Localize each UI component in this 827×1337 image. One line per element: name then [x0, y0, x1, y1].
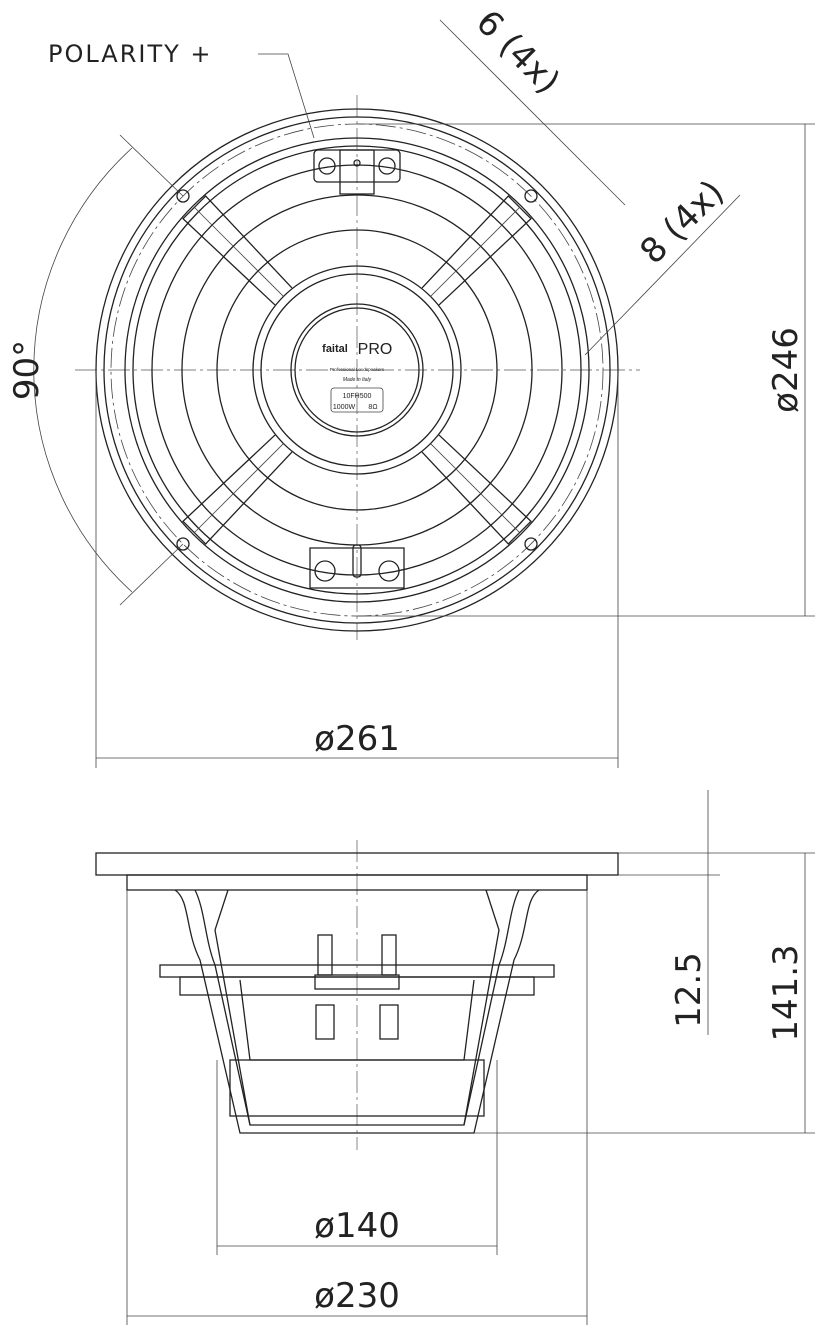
brand-left: faital — [322, 343, 348, 355]
side-view: 12.5 141.3 ø140 ø230 — [95, 790, 815, 1325]
total-height-label: 141.3 — [766, 944, 806, 1041]
side-terminals — [314, 934, 400, 1040]
basket — [174, 889, 540, 1134]
bolt-circle-label: ø246 — [766, 327, 806, 413]
top-view: faital PRO Professional Loudspeakers Mad… — [7, 2, 815, 768]
impedance: 8Ω — [368, 404, 377, 411]
terminal-top — [313, 149, 401, 195]
tagline: Professional Loudspeakers — [330, 367, 385, 372]
outer-diameter-label: ø261 — [314, 719, 400, 759]
magnet — [229, 1059, 485, 1117]
hole-large-leader — [584, 194, 741, 356]
hole-large-label: 8 (4x) — [632, 172, 732, 272]
brand-logo: faital PRO Professional Loudspeakers Mad… — [322, 330, 393, 413]
basket-diameter-label: ø230 — [314, 1276, 400, 1316]
model: 10FH500 — [343, 393, 372, 400]
terminal-bottom — [309, 544, 405, 589]
hole-small-leader — [439, 19, 626, 206]
hole-small-label: 6 (4x) — [468, 2, 568, 102]
brand-right: PRO — [358, 341, 393, 358]
power: 1000W — [333, 404, 356, 411]
angle-label: 90° — [7, 340, 47, 400]
mounting-holes — [176, 189, 538, 551]
polarity-label: POLARITY + — [48, 40, 213, 68]
origin: Made in Italy — [343, 377, 372, 383]
angle-arc — [33, 147, 133, 593]
basket-spokes — [182, 195, 532, 545]
magnet-diameter-label: ø140 — [314, 1206, 400, 1246]
dust-cap — [290, 303, 424, 437]
flange-height-label: 12.5 — [669, 952, 709, 1028]
polarity-leader — [258, 53, 315, 139]
